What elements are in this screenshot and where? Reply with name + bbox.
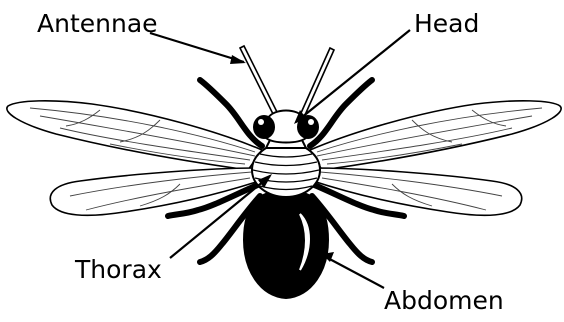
antennae-leader-line — [150, 33, 244, 62]
left-forewing — [7, 101, 262, 170]
right-forewing — [310, 101, 561, 170]
thorax-label: Thorax — [74, 255, 162, 284]
left-compound-eye — [253, 115, 275, 139]
antennae-label: Antennae — [37, 9, 158, 38]
abdomen-leader-line — [324, 256, 384, 288]
right-antenna — [297, 48, 334, 124]
head-label: Head — [414, 9, 479, 38]
right-hindwing — [310, 168, 522, 215]
head — [253, 111, 319, 143]
left-antenna — [240, 46, 281, 122]
abdomen-label: Abdomen — [384, 286, 504, 315]
abdomen — [244, 190, 328, 298]
head-leader-line — [296, 30, 410, 122]
thorax — [252, 143, 320, 197]
